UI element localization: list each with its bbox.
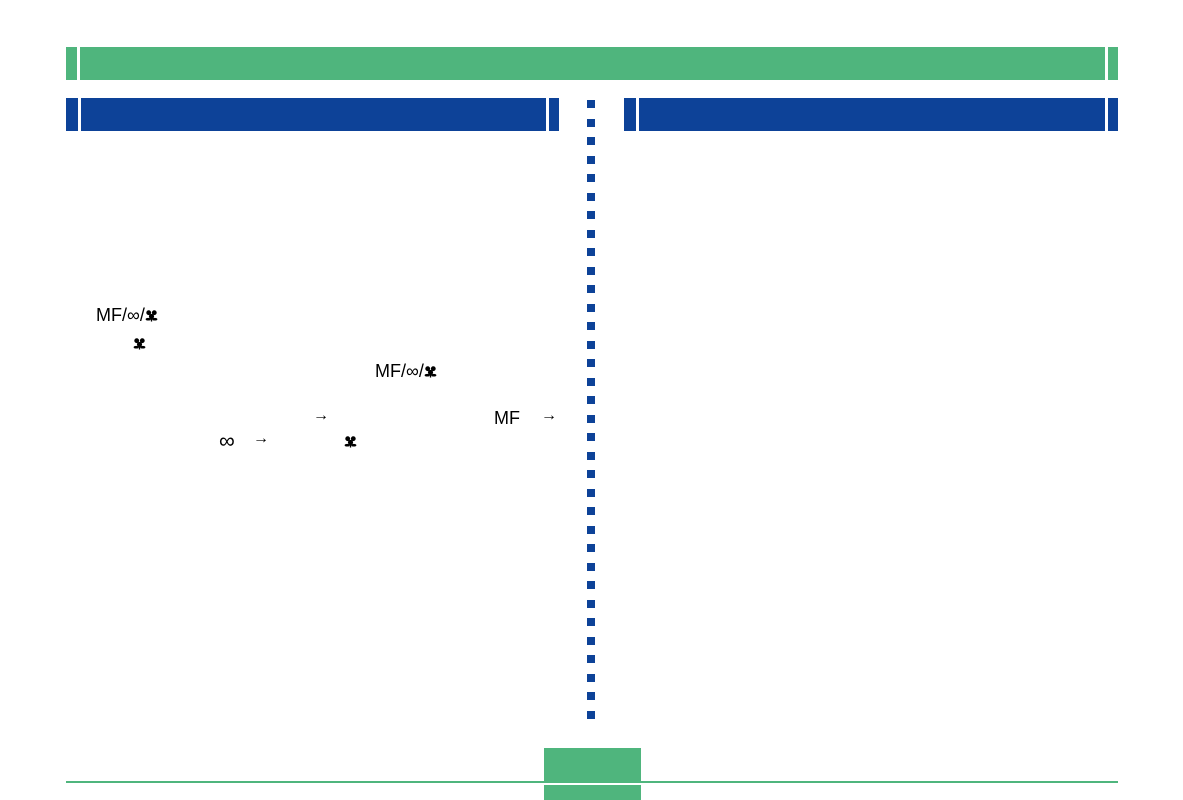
divider-dot xyxy=(587,673,595,682)
footer-rule xyxy=(66,781,1118,783)
divider-dot xyxy=(587,507,595,515)
section-header-bar xyxy=(66,47,1118,80)
divider-dot xyxy=(587,340,595,349)
bar-tick-right xyxy=(546,98,549,131)
focus-button-text: MF/∞/ xyxy=(96,305,145,325)
divider-dot xyxy=(587,229,595,238)
divider-dot xyxy=(587,377,595,386)
bar-tick-right xyxy=(1105,47,1108,80)
divider-dot xyxy=(587,285,595,293)
focus-button-label: MF/∞/ xyxy=(96,306,158,324)
divider-dot xyxy=(587,322,595,330)
page-number-tab-base xyxy=(544,785,641,800)
right-column-header-bar xyxy=(624,98,1118,131)
macro-flower-icon xyxy=(145,310,158,322)
bar-tick-left xyxy=(78,98,81,131)
bar-tick-left xyxy=(636,98,639,131)
divider-dot xyxy=(587,488,595,497)
right-arrow-icon: → xyxy=(541,407,557,424)
divider-dot xyxy=(587,599,595,608)
mf-mode-label: MF xyxy=(494,408,520,428)
macro-symbol xyxy=(133,334,146,352)
divider-dot xyxy=(587,155,595,164)
divider-dot xyxy=(587,137,595,145)
divider-dot xyxy=(587,248,595,256)
divider-dot xyxy=(587,192,595,201)
macro-symbol xyxy=(344,432,357,450)
bar-tick-right xyxy=(1105,98,1108,131)
divider-dot xyxy=(587,581,595,589)
divider-dot xyxy=(587,636,595,645)
divider-dot xyxy=(587,562,595,571)
divider-dot xyxy=(587,451,595,460)
divider-dot xyxy=(587,359,595,367)
divider-dot xyxy=(587,174,595,182)
right-arrow-icon: → xyxy=(253,430,269,447)
divider-dot xyxy=(587,470,595,478)
divider-dot xyxy=(587,544,595,552)
macro-flower-icon xyxy=(133,338,146,350)
divider-dot xyxy=(587,525,595,534)
divider-dot xyxy=(587,618,595,626)
divider-dot xyxy=(587,211,595,219)
macro-flower-icon xyxy=(424,366,437,378)
focus-button-text-inline: MF/∞/ xyxy=(375,361,424,381)
page-number-tab xyxy=(544,748,641,781)
divider-dot xyxy=(587,710,595,719)
left-column-header-bar xyxy=(66,98,559,131)
divider-dot xyxy=(587,692,595,700)
divider-dot xyxy=(587,118,595,127)
divider-dot xyxy=(587,266,595,275)
divider-dot xyxy=(587,655,595,663)
divider-dot xyxy=(587,414,595,423)
macro-flower-icon xyxy=(344,436,357,448)
right-arrow-icon: → xyxy=(313,407,329,424)
divider-dot xyxy=(587,100,595,108)
divider-dot xyxy=(587,433,595,441)
focus-button-label-inline: MF/∞/ xyxy=(375,362,437,380)
infinity-icon: ∞ xyxy=(219,428,235,453)
divider-dot xyxy=(587,303,595,312)
bar-tick-left xyxy=(77,47,80,80)
divider-dot xyxy=(587,396,595,404)
